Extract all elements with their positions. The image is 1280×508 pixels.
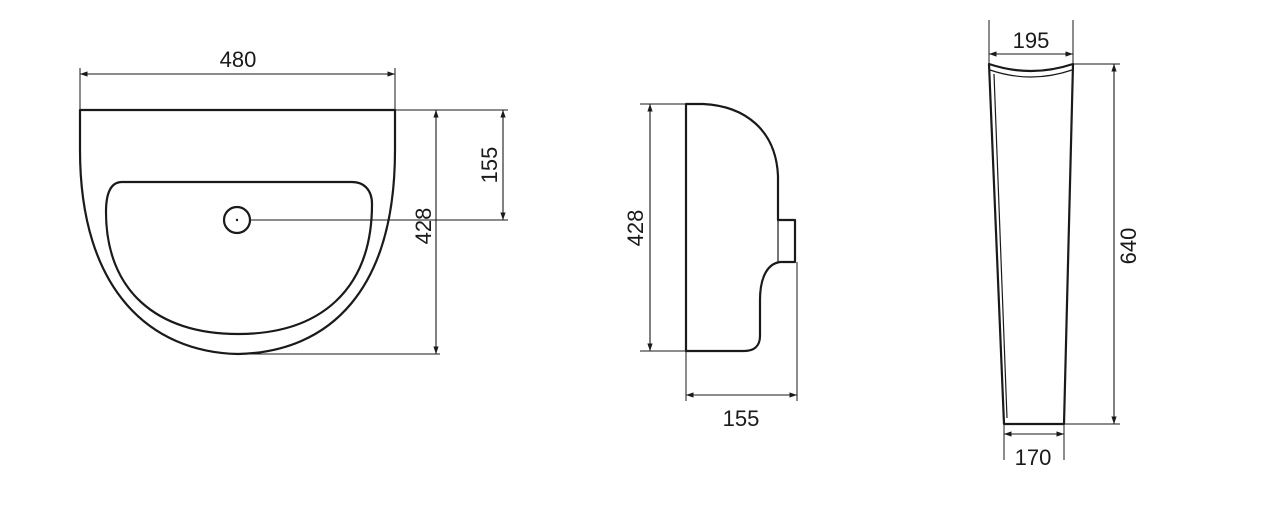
side-depth-label: 155 — [723, 406, 760, 431]
basin-bowl-outline — [104, 180, 374, 336]
basin-side-outline — [684, 102, 797, 353]
side-height-label: 428 — [623, 210, 648, 247]
basin-outer-outline — [78, 108, 397, 356]
drain-center — [235, 218, 239, 222]
height-label: 428 — [411, 208, 436, 245]
pedestal-bottom-width-label: 170 — [1015, 445, 1052, 470]
basin-front-view: 480 428 155 — [78, 47, 508, 356]
pedestal-inner-edge — [989, 69, 1073, 78]
pedestal-side-line — [993, 73, 1008, 419]
pedestal-outline — [987, 62, 1075, 426]
pedestal-view: 195 640 170 — [987, 20, 1141, 470]
pedestal-height-label: 640 — [1116, 228, 1141, 265]
basin-side-view: 428 155 — [623, 102, 798, 431]
pedestal-top-width-label: 195 — [1013, 28, 1050, 53]
width-label: 480 — [220, 47, 257, 72]
drain-offset-label: 155 — [477, 147, 502, 184]
